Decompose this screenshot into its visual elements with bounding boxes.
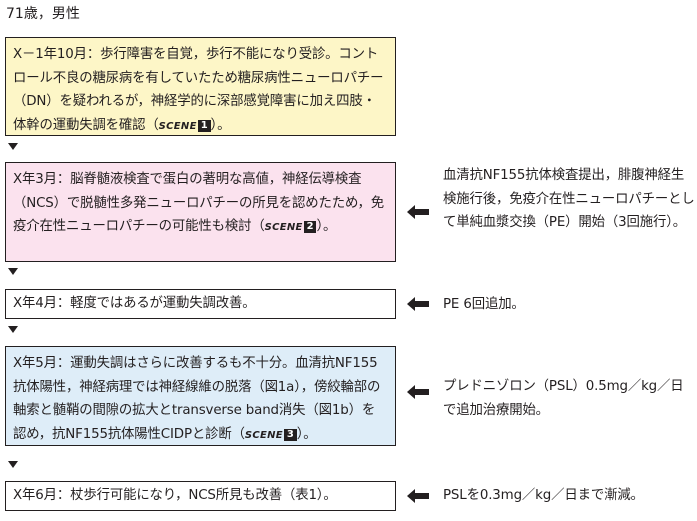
left-arrow-icon [407, 297, 429, 311]
side-note-2: 血清抗NF155抗体検査提出，腓腹神経生検施行後，免疫介在性ニューロパチーとして… [443, 168, 695, 230]
timeline-text-2: X年3月：脳脊髄液検査で蛋白の著明な高値，神経伝導検査（NCS）で脱髄性多発ニュ… [13, 172, 385, 234]
left-arrow-icon [407, 385, 429, 399]
scene-number-1: 1 [197, 119, 211, 132]
side-note-5: PSLを0.3mg／kg／日まで漸減。 [443, 488, 644, 503]
patient-header: 71歳，男性 [6, 6, 80, 22]
timeline-tail-2: ）。 [316, 219, 337, 234]
timeline-text-4: X年5月：運動失調はさらに改善するも不十分。血清抗NF155抗体陽性，神経病理で… [13, 356, 381, 442]
timeline-box-4: X年5月：運動失調はさらに改善するも不十分。血清抗NF155抗体陽性，神経病理で… [5, 346, 396, 446]
scene-number-3: 3 [283, 428, 297, 441]
timeline-tail-1: ）。 [210, 117, 231, 133]
scene-label-1: SCENE [158, 120, 197, 132]
timeline-tail-4: ）。 [296, 426, 317, 442]
timeline-box-1: X－1年10月：歩行障害を自覚，歩行不能になり受診。コントロール不良の糖尿病を有… [5, 37, 396, 136]
side-note-3: PE 6回追加。 [443, 297, 525, 312]
down-triangle-icon [8, 268, 18, 275]
down-triangle-icon [8, 326, 18, 333]
timeline-text-5: X年6月：杖歩行可能になり，NCS所見も改善（表1）。 [13, 488, 337, 503]
scene-number-2: 2 [303, 221, 317, 233]
timeline-box-2: X年3月：脳脊髄液検査で蛋白の著明な高値，神経伝導検査（NCS）で脱髄性多発ニュ… [5, 162, 396, 262]
left-arrow-icon [407, 205, 429, 219]
timeline-text-3: X年4月：軽度ではあるが運動失調改善。 [13, 296, 256, 311]
down-triangle-icon [8, 143, 18, 150]
scene-label-3: SCENE [244, 429, 283, 441]
scene-label-2: SCENE [264, 222, 303, 233]
side-note-4: プレドニゾロン（PSL）0.5mg／kg／日 で追加治療開始。 [443, 379, 697, 418]
left-arrow-icon [407, 489, 429, 503]
timeline-text-1: X－1年10月：歩行障害を自覚，歩行不能になり受診。コントロール不良の糖尿病を有… [13, 47, 384, 133]
down-triangle-icon [8, 461, 18, 468]
timeline-box-5: X年6月：杖歩行可能になり，NCS所見も改善（表1）。 [5, 481, 396, 511]
timeline-box-3: X年4月：軽度ではあるが運動失調改善。 [5, 289, 396, 319]
